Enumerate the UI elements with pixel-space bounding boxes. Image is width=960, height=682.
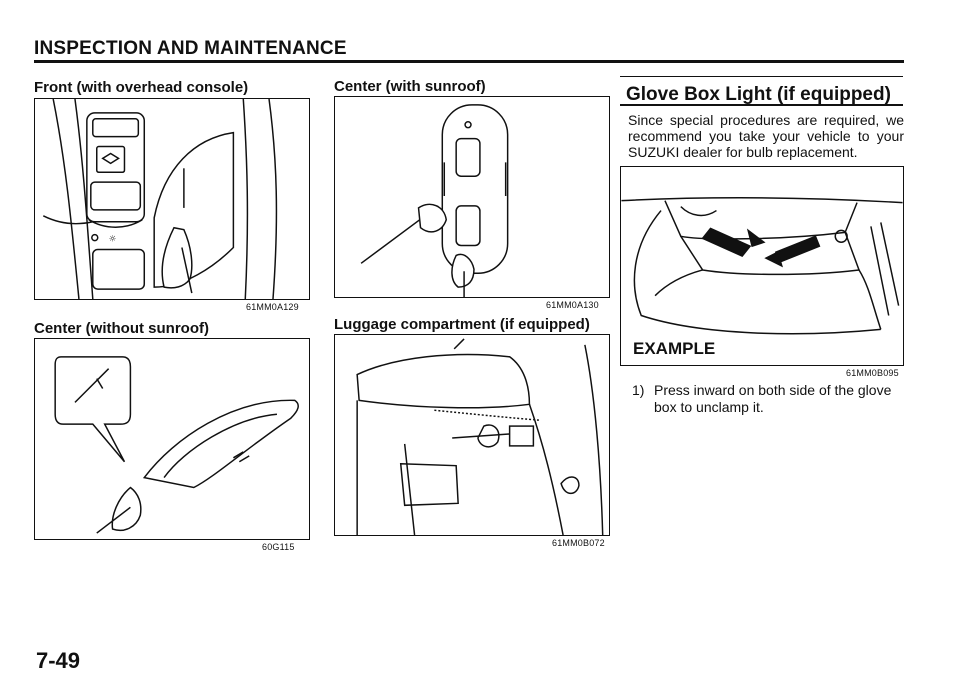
figure-center-sunroof <box>334 96 610 298</box>
figure-front-overhead: ☼ <box>34 98 310 300</box>
glove-box-heading: Glove Box Light (if equipped) <box>626 84 891 105</box>
dome-light-illustration <box>54 356 299 534</box>
glove-box-body: Since special procedures are required, w… <box>628 112 904 160</box>
step-text: Press inward on both side of the glove b… <box>654 382 892 415</box>
glove-heading-rule-bottom <box>620 104 903 106</box>
figure-code: 61MM0A130 <box>546 300 599 310</box>
step-number: 1) <box>632 382 645 398</box>
figure-code: 61MM0B072 <box>552 538 605 548</box>
page-title: INSPECTION AND MAINTENANCE <box>34 38 347 59</box>
figure-code: 61MM0A129 <box>246 302 299 312</box>
glove-heading-rule-top <box>620 76 903 77</box>
sunroof-console-illustration <box>360 104 509 297</box>
heading-luggage: Luggage compartment (if equipped) <box>334 316 590 333</box>
figure-code: 60G115 <box>262 542 295 552</box>
heading-center-no-sunroof: Center (without sunroof) <box>34 320 209 337</box>
figure-glove-box: EXAMPLE <box>620 166 904 366</box>
figure-luggage <box>334 334 610 536</box>
page-number: 7-49 <box>36 648 81 673</box>
svg-text:☼: ☼ <box>109 235 117 245</box>
header-rule <box>34 60 904 63</box>
overhead-console-illustration: ☼ <box>42 99 278 299</box>
luggage-light-illustration <box>356 338 604 535</box>
figure-center-no-sunroof <box>34 338 310 540</box>
instruction-step: 1) Press inward on both side of the glov… <box>632 382 904 416</box>
heading-center-sunroof: Center (with sunroof) <box>334 78 486 95</box>
glove-box-illustration <box>621 197 903 335</box>
example-label: EXAMPLE <box>631 339 718 359</box>
heading-front-overhead: Front (with overhead console) <box>34 79 249 96</box>
figure-code: 61MM0B095 <box>846 368 899 378</box>
